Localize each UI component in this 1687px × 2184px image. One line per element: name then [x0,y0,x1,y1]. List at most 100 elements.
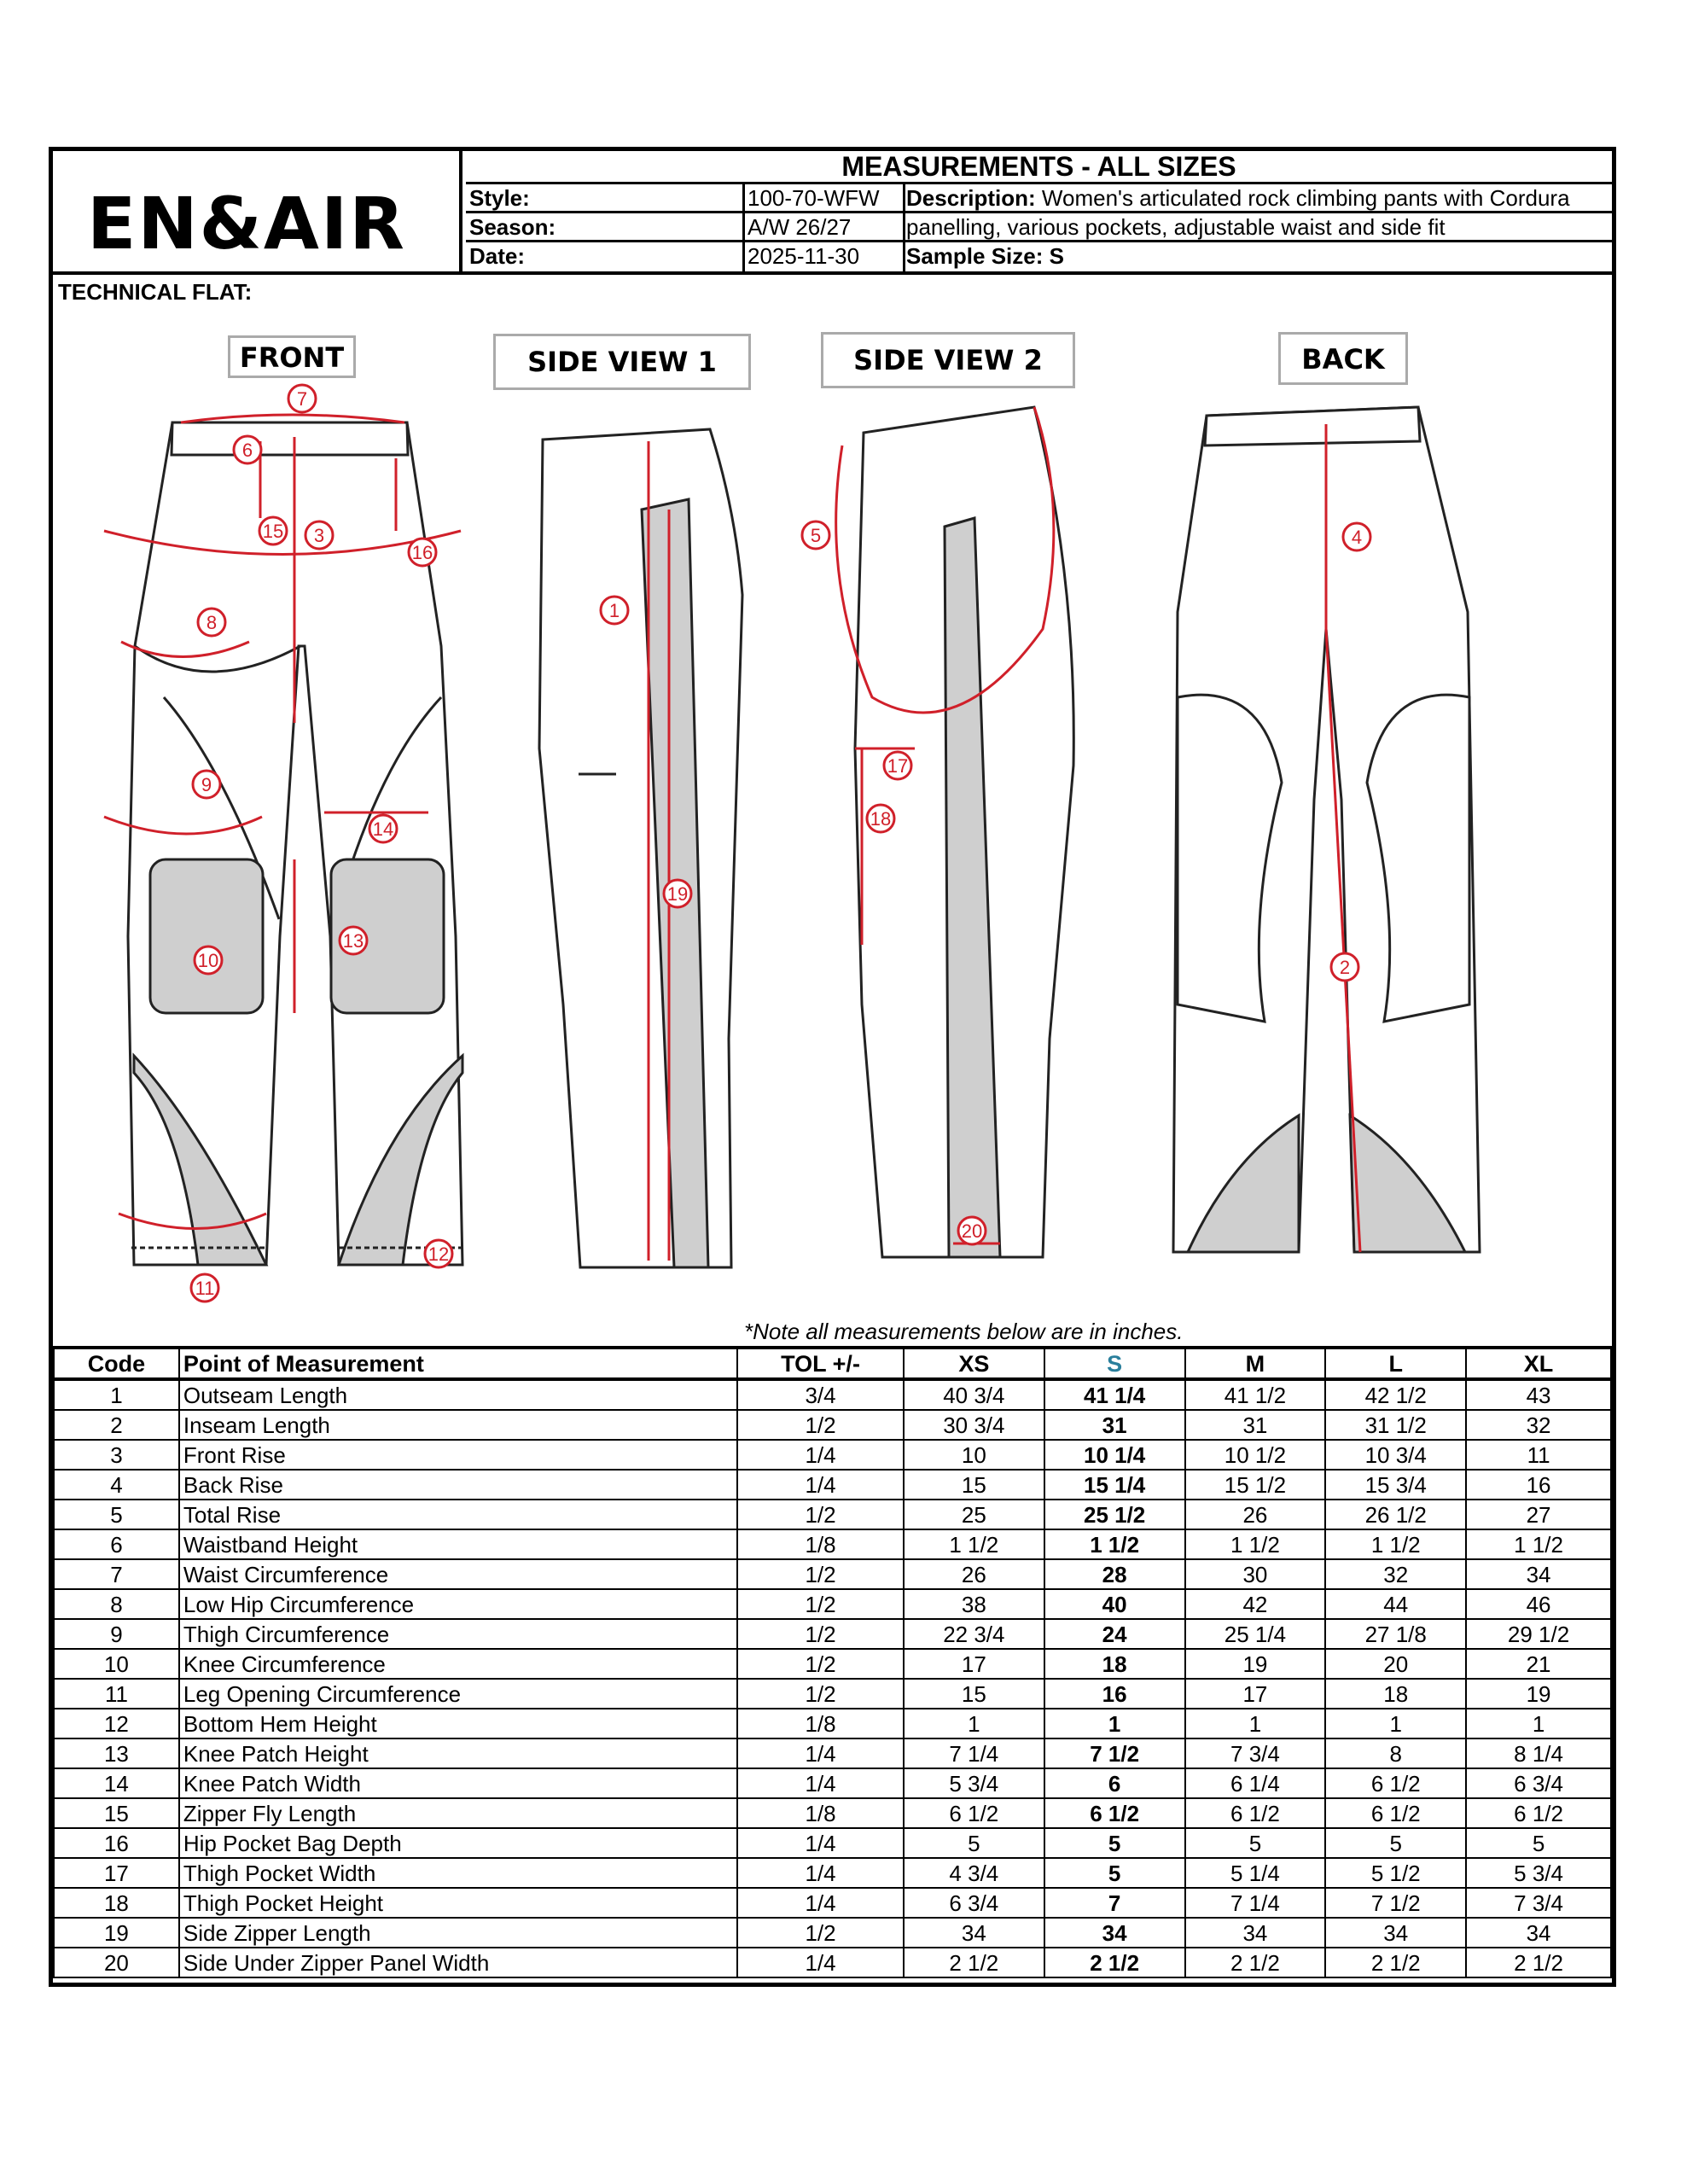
season-value: A/W 26/27 [748,214,852,240]
description-label: Description: [906,185,1036,211]
table-cell: 12 [53,1708,180,1739]
table-cell: 5 [1324,1827,1468,1859]
side-view-1 [538,428,744,1269]
callout-circle [368,813,398,844]
table-cell: 1/2 [736,1678,905,1709]
table-cell: Inseam Length [177,1409,739,1441]
table-cell: 11 [1465,1439,1612,1471]
table-cell: Low Hip Circumference [177,1588,739,1620]
table-cell: 2 1/2 [1184,1947,1327,1978]
side-view-2 [853,405,1075,1259]
table-cell: 34 [1324,1917,1468,1948]
table-cell: 16 [1465,1469,1612,1500]
table-cell: 3 [53,1439,180,1471]
table-cell: 5 3/4 [1465,1857,1612,1889]
header: EN&AIR MEASUREMENTS - ALL SIZES Style: 1… [53,151,1612,275]
callout-circle [423,1238,454,1269]
table-cell: Front Rise [177,1439,739,1471]
table-cell: 10 1/4 [1043,1439,1186,1471]
table-cell: 5 [1043,1857,1186,1889]
table-cell: Waist Circumference [177,1558,739,1590]
table-cell: 5 [902,1827,1045,1859]
table-cell: 30 [1184,1558,1327,1590]
table-cell: 5 [53,1499,180,1530]
callout-number: 1 [609,600,620,621]
brand-logo: EN&AIR [87,182,406,265]
back-measure-lines [1324,424,1362,1253]
table-cell: 1/2 [736,1588,905,1620]
table-cell: 10 1/2 [1184,1439,1327,1471]
table-cell: 24 [1043,1618,1186,1650]
table-cell: 2 1/2 [902,1947,1045,1978]
table-cell: 1/4 [736,1469,905,1500]
callout-circle [196,607,227,638]
table-cell: Total Rise [177,1499,739,1530]
table-cell: 6 1/2 [1324,1768,1468,1799]
table-cell: 7 [53,1558,180,1590]
table-cell: 34 [1043,1917,1186,1948]
table-cell: 25 [902,1499,1045,1530]
table-cell: 1/4 [736,1857,905,1889]
table-cell: 1 [1465,1708,1612,1739]
table-cell: 6 1/4 [1184,1768,1327,1799]
table-cell: 5 1/2 [1324,1857,1468,1889]
callout-circle [957,1215,987,1246]
table-cell: 6 1/2 [1043,1797,1186,1829]
table-cell: Waistband Height [177,1529,739,1560]
season-row: Season: A/W 26/27 [466,213,1612,242]
table-cell: 4 [53,1469,180,1500]
table-cell: 6 1/2 [1465,1797,1612,1829]
table-cell: 17 [1184,1678,1327,1709]
column-header: XL [1465,1346,1612,1381]
table-cell: 1 1/2 [1184,1529,1327,1560]
table-cell: 1 [53,1378,180,1411]
callout-circle [193,945,224,976]
table-cell: Back Rise [177,1469,739,1500]
table-cell: 20 [53,1947,180,1978]
table-cell: 25 1/4 [1184,1618,1327,1650]
table-cell: 25 1/2 [1043,1499,1186,1530]
table-cell: 1/4 [736,1439,905,1471]
table-cell: Side Under Zipper Panel Width [177,1947,739,1978]
table-cell: 16 [53,1827,180,1859]
table-cell: 19 [53,1917,180,1948]
view-label-side-2: SIDE VIEW 2 [821,332,1075,388]
table-cell: 14 [53,1768,180,1799]
table-cell: 6 3/4 [1465,1768,1612,1799]
table-cell: Knee Circumference [177,1648,739,1680]
callout-circle [258,515,288,546]
table-cell: 26 [902,1558,1045,1590]
technical-flat-drawings: 7 6 15 3 16 8 9 14 13 10 11 12 1 19 5 17… [103,383,1481,1303]
table-cell: 7 3/4 [1184,1738,1327,1769]
table-cell: 41 1/2 [1184,1378,1327,1411]
callout-circle [865,803,896,834]
table-cell: 30 3/4 [902,1409,1045,1441]
table-cell: 5 [1465,1827,1612,1859]
callout-number: 4 [1352,527,1362,548]
callout-number: 10 [198,950,218,971]
table-cell: 6 1/2 [1324,1797,1468,1829]
table-cell: 26 1/2 [1324,1499,1468,1530]
callout-circle [662,878,693,909]
table-cell: Hip Pocket Bag Depth [177,1827,739,1859]
table-cell: 28 [1043,1558,1186,1590]
table-cell: 2 1/2 [1465,1947,1612,1978]
callout-number: 17 [887,755,908,777]
column-header: Point of Measurement [177,1346,739,1381]
table-cell: 31 1/2 [1324,1409,1468,1441]
table-cell: 11 [53,1678,180,1709]
table-cell: Side Zipper Length [177,1917,739,1948]
table-cell: Knee Patch Height [177,1738,739,1769]
table-cell: 40 [1043,1588,1186,1620]
table-cell: 29 1/2 [1465,1618,1612,1650]
table-cell: 40 3/4 [902,1378,1045,1411]
table-cell: 6 [1043,1768,1186,1799]
